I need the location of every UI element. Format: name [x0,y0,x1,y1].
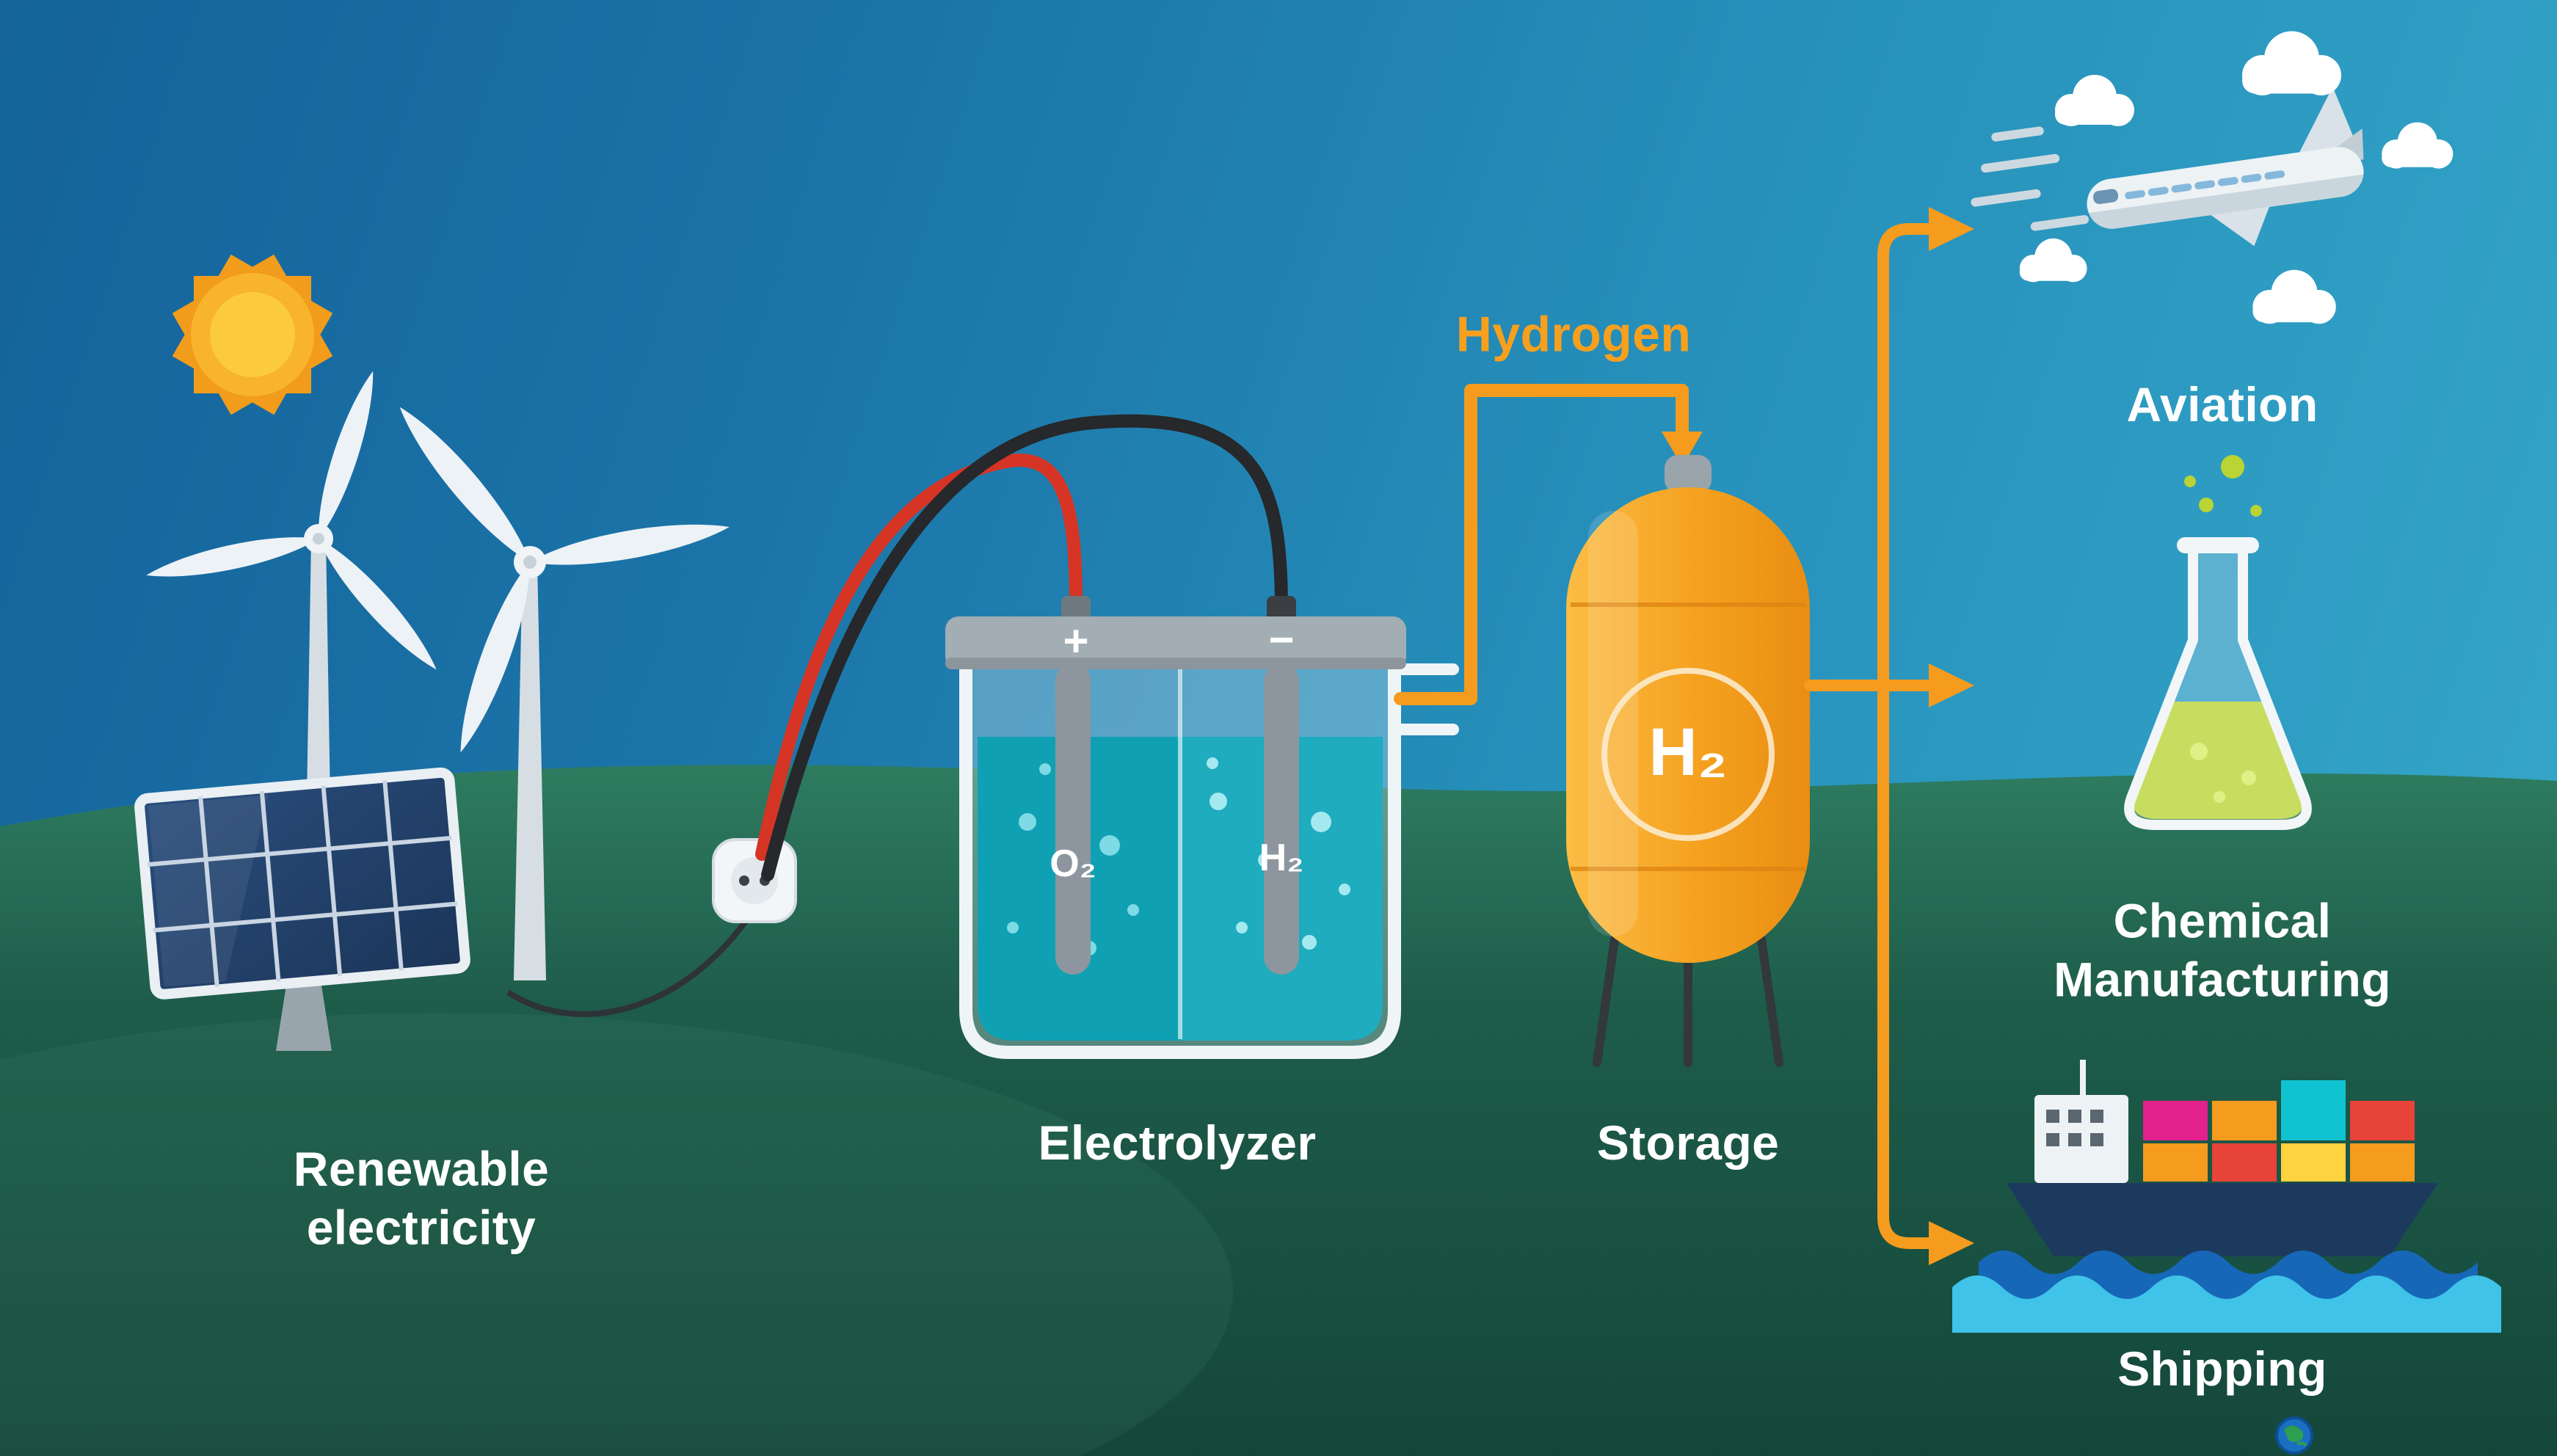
ship-hull [2007,1183,2438,1256]
wave-light [1952,1275,2501,1333]
storage-label: Storage [1596,1115,1780,1170]
container-ship-icon [1952,1060,2501,1333]
electrolyzer-lid-shadow [945,658,1406,669]
shipping-label: Shipping [2117,1341,2327,1396]
ground-wire [506,911,754,1017]
line-to-shipping [1877,680,1938,1249]
cathode-minus-sign: − [1268,616,1295,665]
chemical-label-line1: Chemical [2113,893,2332,948]
speed-lines [1971,126,2089,231]
tank-legs [1593,935,1783,1067]
wind-turbine-right-icon [389,398,732,980]
flask-rim [2177,537,2259,553]
renewable-label-line1: Renewable [293,1141,550,1196]
solar-panel-icon [134,767,470,1051]
electrolyzer-label: Electrolyzer [1038,1115,1317,1170]
power-socket-icon [712,838,797,923]
globe-watermark-icon [2275,1416,2313,1455]
flask-liquid [2132,702,2304,819]
chemical-label-line2: Manufacturing [2054,953,2391,1007]
anode-plus-sign: + [1063,618,1089,666]
cathode-terminal [1267,596,1296,622]
containers [2143,1080,2415,1182]
cathode-electrode [1264,663,1299,975]
renewable-label-line2: electricity [306,1201,537,1255]
electrolyzer-lid [945,616,1406,669]
hydrogen-flow-label: Hydrogen [1455,307,1692,363]
chemical-label: Chemical Manufacturing [2054,892,2391,1011]
bridge-windows [2046,1110,2103,1146]
flask-bubbles-escaping [2184,455,2262,517]
oxygen-gas-label: O₂ [1050,841,1096,885]
tank-h2-ring [1601,668,1775,841]
flask-icon [2124,455,2312,830]
oxygen-bubbles [1007,763,1139,956]
aviation-label: Aviation [2126,376,2318,432]
tank-h2-symbol: H₂ [1648,713,1728,790]
hill-light-patch [0,1013,1233,1456]
electrolyzer-icon [959,654,1459,1059]
spout [1389,663,1459,735]
hydrogen-bubbles [1207,757,1350,950]
arrow-chemical [1929,663,1974,707]
anode-terminal [1061,596,1091,622]
renewable-label: Renewable electricity [294,1140,549,1259]
tank-cap [1665,455,1712,493]
distribution-arrowheads [1929,207,1974,1265]
distribution-lines [1804,223,1938,1249]
storage-tank-icon [1566,455,1810,1067]
flask-inner-bubbles [2190,743,2256,803]
line-to-aviation [1877,223,1938,691]
anode-electrode [1055,663,1091,975]
airplane-icon [1971,87,2367,247]
sun-icon [172,254,333,415]
hydrogen-pipe-arrow [1394,384,1703,705]
arrow-aviation [1929,207,1974,251]
negative-cable [761,414,1288,881]
ground-hill [0,765,2557,1456]
flask-outline [2124,547,2312,830]
hydrogen-gas-label: H₂ [1259,835,1304,879]
arrow-shipping [1929,1221,1974,1265]
